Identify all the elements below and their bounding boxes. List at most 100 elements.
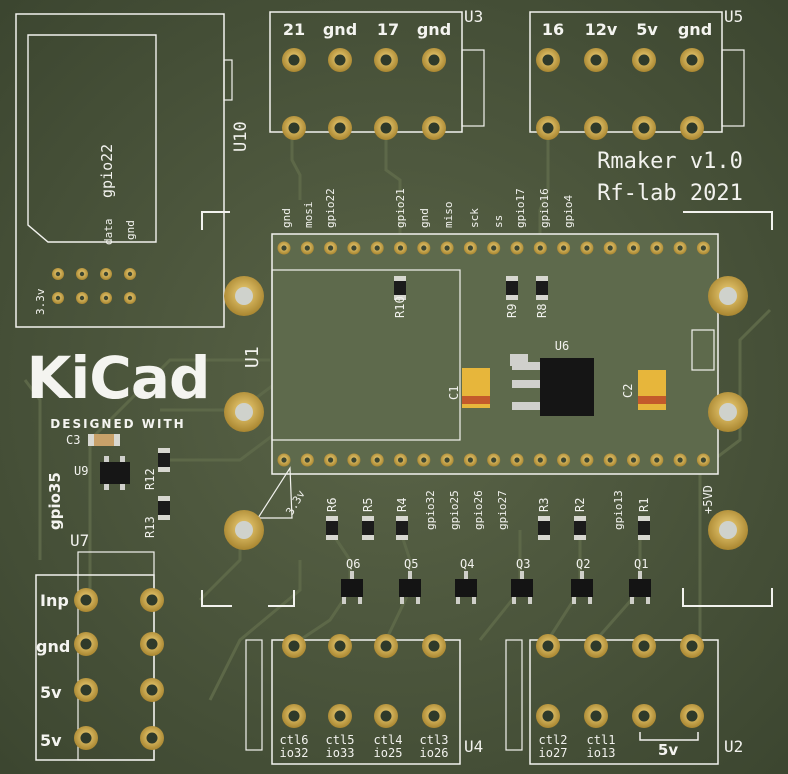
u5-pin-label: gnd <box>678 20 712 39</box>
mounting-hole-center <box>719 403 737 421</box>
header-pin-hole <box>444 457 450 463</box>
u10-ref: U10 <box>231 121 251 152</box>
transistor-lead <box>630 597 634 604</box>
u1-top-pin-label: gpio22 <box>324 188 337 228</box>
header-pin-hole <box>514 245 520 251</box>
resistor-body <box>158 448 170 472</box>
transistor-ref: Q4 <box>460 557 474 571</box>
u4-pad-hole <box>288 710 300 722</box>
gpio35-label: gpio35 <box>46 472 64 530</box>
u9-ref: U9 <box>74 464 88 478</box>
u4-pad-hole <box>428 710 440 722</box>
transistor-lead <box>456 597 460 604</box>
transistor-lead <box>358 597 362 604</box>
header-pin-hole <box>351 457 357 463</box>
kicad-tagline: DESIGNED WITH <box>50 417 185 431</box>
u5-pad-hole <box>686 122 698 134</box>
u3-pad-hole <box>380 54 392 66</box>
u1-top-pin-label: ss <box>492 215 505 228</box>
u1-top-pin-label: gpio21 <box>394 188 407 228</box>
resistor-terminal <box>638 535 650 540</box>
u5-pad-hole <box>542 54 554 66</box>
kicad-logo-text: KiCad <box>26 344 209 412</box>
u1-top-pin-label: mosi <box>302 202 315 229</box>
transistor-lead <box>528 597 532 604</box>
u3-pad-hole <box>288 122 300 134</box>
plated-pads <box>74 48 748 750</box>
transistor-lead <box>572 597 576 604</box>
resistor-ref: R9 <box>505 304 519 318</box>
resistor-terminal <box>506 295 518 300</box>
u3-pad-hole <box>380 122 392 134</box>
resistor-terminal <box>574 535 586 540</box>
u3-pad-hole <box>334 54 346 66</box>
u2-label-top: ctl2 <box>539 733 568 747</box>
u2-label-top: ctl1 <box>587 733 616 747</box>
resistor-ref: R8 <box>535 304 549 318</box>
mounting-hole-center <box>719 287 737 305</box>
resistor-ref: R1 <box>637 498 651 512</box>
u4-pad-hole <box>334 640 346 652</box>
u5-pad-hole <box>590 54 602 66</box>
header-pin-hole <box>561 457 567 463</box>
resistor-terminal <box>506 276 518 281</box>
header-pin-hole <box>467 245 473 251</box>
transistor-body <box>511 579 533 597</box>
header-pin-hole <box>304 457 310 463</box>
resistor-body <box>158 496 170 520</box>
header-pin-hole <box>374 457 380 463</box>
resistor-ref: R13 <box>143 516 157 538</box>
u4-label-top: ctl5 <box>326 733 355 747</box>
resistor-ref: R4 <box>395 498 409 512</box>
resistor-terminal <box>396 516 408 521</box>
u10-data-label: data <box>102 219 115 246</box>
connector-u7: U7 Inp gnd 5v 5v <box>35 531 155 761</box>
u2-pad-hole <box>686 640 698 652</box>
u10-gpio22-label: gpio22 <box>98 144 116 198</box>
header-pin-hole <box>397 245 404 251</box>
transistor-lead <box>400 597 404 604</box>
header-pin-hole <box>677 245 683 251</box>
header-pin-hole <box>491 457 497 463</box>
u4-label-top: ctl6 <box>280 733 309 747</box>
connector-u3: U3 21 gnd 17 gnd <box>269 7 485 133</box>
header-pin-hole <box>304 245 310 251</box>
header-pin-hole <box>654 245 660 251</box>
u1-bottom-pin-label: gpio26 <box>472 490 485 530</box>
resistor-terminal <box>362 535 374 540</box>
transistor-lead <box>520 571 524 579</box>
header-pin-hole <box>514 457 520 463</box>
u5-pin-label: 12v <box>585 20 618 39</box>
regulator-u6: U6 <box>510 339 594 416</box>
resistor-terminal <box>158 515 170 520</box>
mounting-hole-center <box>719 521 737 539</box>
resistor-ref: R2 <box>573 498 587 512</box>
resistor-ref: R5 <box>361 498 375 512</box>
u1-top-pin-label: sck <box>468 208 481 228</box>
transistor-lead <box>512 597 516 604</box>
resistor-terminal <box>394 276 406 281</box>
u1-bottom-pin-label: gpio32 <box>424 490 437 530</box>
resistor-terminal <box>158 467 170 472</box>
u7-pad-hole <box>146 684 158 696</box>
transistor-body <box>455 579 477 597</box>
u2-pad-hole <box>542 640 554 652</box>
u4-label-top: ctl4 <box>374 733 403 747</box>
mounting-hole-center <box>235 521 253 539</box>
u7-pin-label: gnd <box>36 637 70 656</box>
u4-pad-hole <box>380 710 392 722</box>
header-pin-hole <box>491 245 497 251</box>
u3-pad-hole <box>428 122 440 134</box>
header-pin-hole <box>397 457 404 463</box>
transistor-body <box>629 579 651 597</box>
u1-top-pin-label: gpio4 <box>562 195 575 228</box>
header-pin-hole <box>374 245 380 251</box>
mounting-hole-center <box>235 287 253 305</box>
header-pin-hole <box>421 457 427 463</box>
capacitor-c3: C3 <box>66 433 120 447</box>
u1-top-pin-label: miso <box>442 202 455 229</box>
module-u1: U1 3.3v +5VD <box>242 233 719 519</box>
connector-u5: U5 16 12v 5v gnd <box>529 7 745 133</box>
u7-pin-label: 5v <box>40 731 62 750</box>
